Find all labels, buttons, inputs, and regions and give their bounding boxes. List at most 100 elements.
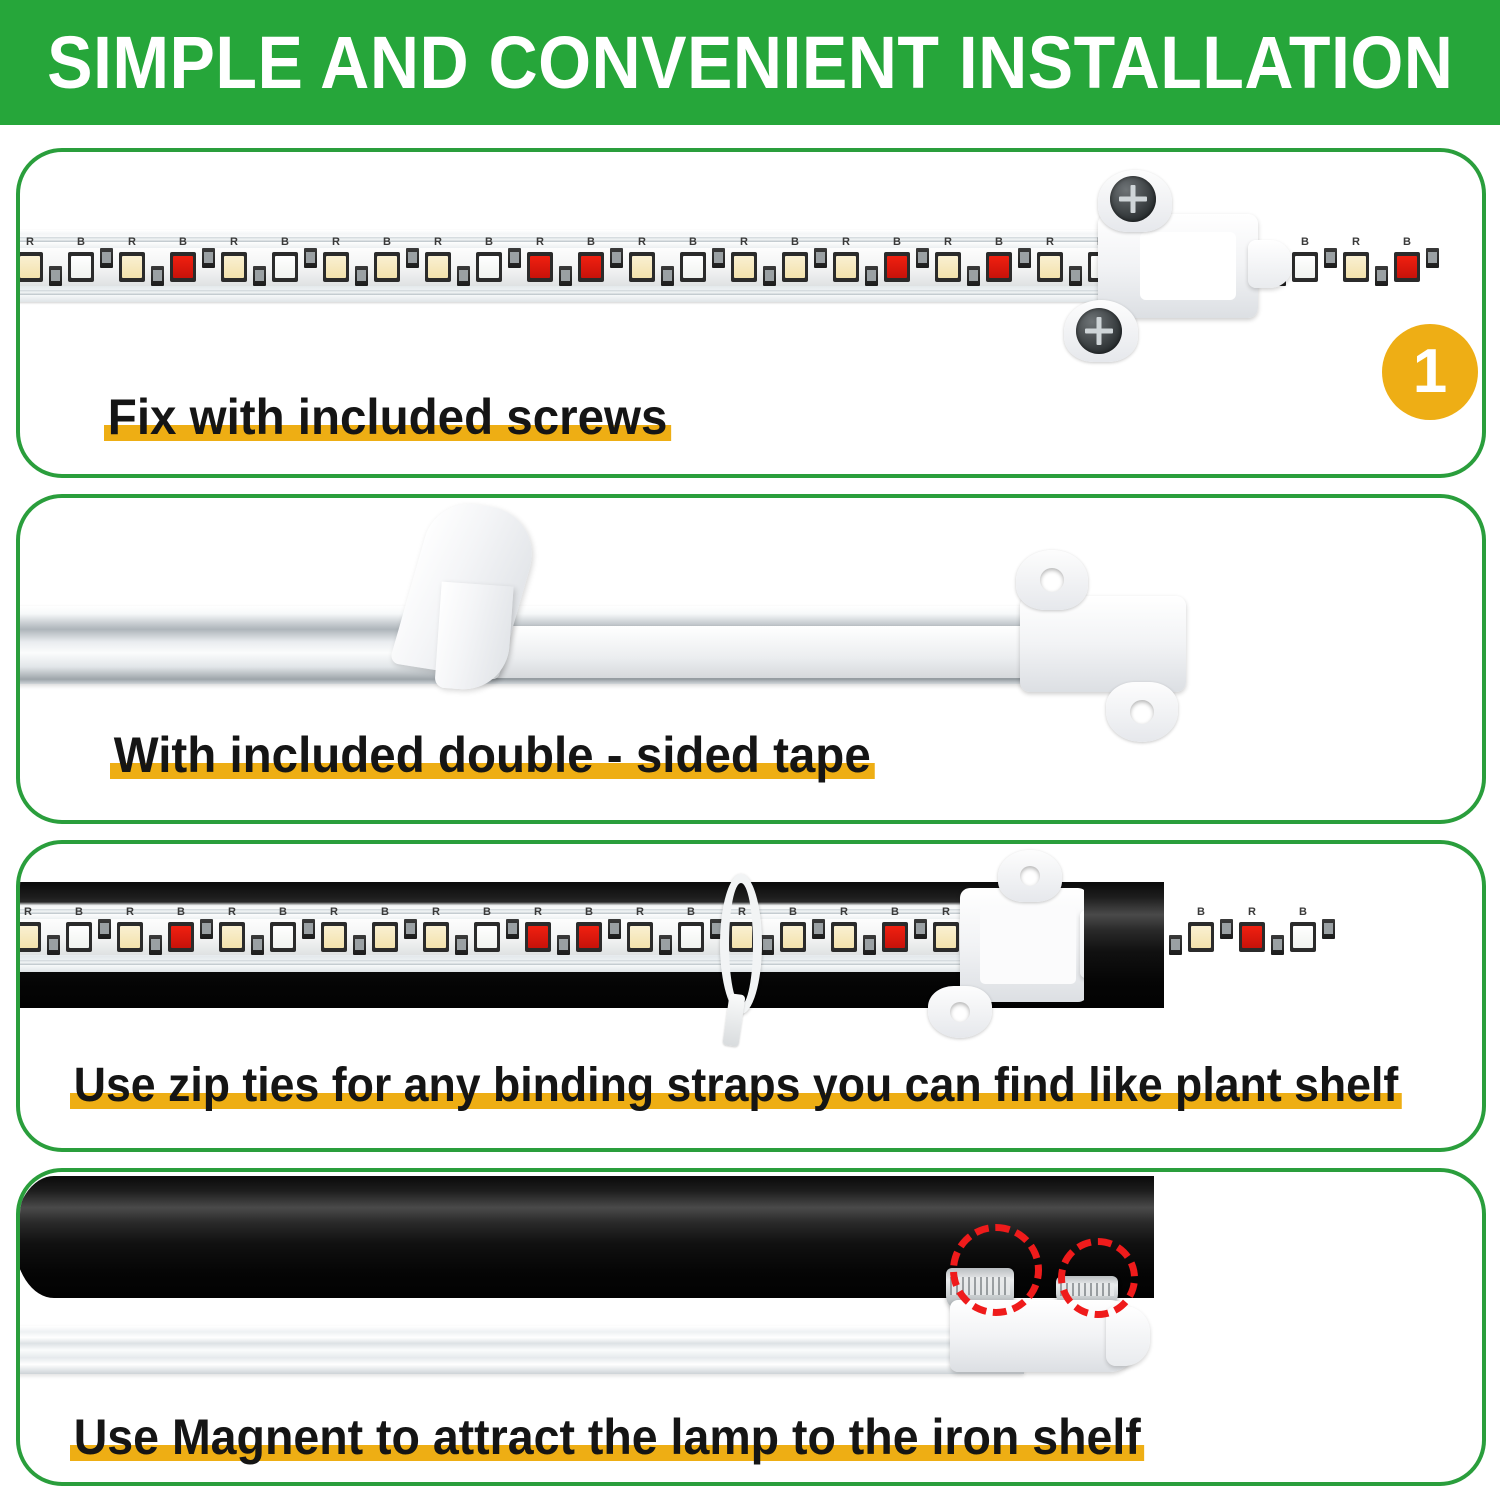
- led-chip-label: B: [179, 236, 187, 248]
- resistor: [659, 935, 672, 955]
- resistor: [508, 248, 521, 268]
- resistor: [1271, 935, 1284, 955]
- lamp-endcap-4: [1106, 1306, 1150, 1366]
- led-chip: B: [374, 236, 400, 282]
- resistor: [253, 266, 266, 286]
- led-chip: R: [219, 906, 245, 952]
- led-chip: R: [20, 906, 41, 952]
- led-chip: R: [1037, 236, 1063, 282]
- page-title: SIMPLE AND CONVENIENT INSTALLATION: [46, 20, 1454, 104]
- step-1-illustration: RBRBRBRBRBRBRBRBRBRBRBRBRBRB: [20, 152, 1482, 474]
- resistor: [49, 266, 62, 286]
- led-chip: B: [270, 906, 296, 952]
- led-chip-label: R: [536, 236, 544, 248]
- led-chip: B: [372, 906, 398, 952]
- resistor: [406, 248, 419, 268]
- led-chip: R: [117, 906, 143, 952]
- magnet-highlight-circle-left-4: [950, 1224, 1042, 1316]
- led-strip-3: RBRBRBRBRBRBRBRBRBRBRBRBRB: [20, 902, 1335, 972]
- strip-rail-top-3: [20, 909, 1056, 914]
- led-chip: R: [221, 236, 247, 282]
- led-chip-label: B: [891, 906, 899, 918]
- led-chip-label: B: [791, 236, 799, 248]
- bracket-ear-bottom-2: [1106, 682, 1178, 742]
- resistor: [100, 248, 113, 268]
- resistor: [557, 935, 570, 955]
- led-chip: B: [576, 906, 602, 952]
- resistor: [812, 919, 825, 939]
- led-chip: B: [986, 236, 1012, 282]
- tape-liner-2: [450, 626, 1050, 678]
- led-chip-label: R: [638, 236, 646, 248]
- resistor: [302, 919, 315, 939]
- bracket-ear-top-2: [1016, 550, 1088, 610]
- led-chip: B: [578, 236, 604, 282]
- led-chip: R: [935, 236, 961, 282]
- led-chip: R: [731, 236, 757, 282]
- led-chip-label: B: [75, 906, 83, 918]
- strip-endcap-1: [1248, 240, 1292, 288]
- led-chip-label: B: [177, 906, 185, 918]
- led-chip: B: [474, 906, 500, 952]
- step-caption-3: Use zip ties for any binding straps you …: [70, 1062, 1403, 1110]
- step-3-illustration: RBRBRBRBRBRBRBRBRBRBRBRBRB: [20, 844, 1482, 1148]
- screw-bottom-1: [1076, 308, 1122, 354]
- led-chip: B: [782, 236, 808, 282]
- led-chip-label: B: [687, 906, 695, 918]
- resistor: [863, 935, 876, 955]
- resistor: [1324, 248, 1337, 268]
- led-chip: B: [476, 236, 502, 282]
- bracket-hole-top-3: [1020, 866, 1040, 886]
- bracket-inner-3: [980, 906, 1076, 984]
- resistor: [1375, 266, 1388, 286]
- resistor: [1322, 919, 1335, 939]
- led-chip: R: [425, 236, 451, 282]
- step-caption-1: Fix with included screws: [104, 392, 672, 442]
- bracket-hole-bottom-2: [1130, 700, 1154, 724]
- resistor: [149, 935, 162, 955]
- led-chip-label: R: [432, 906, 440, 918]
- step-caption-2: With included double - sided tape: [110, 730, 875, 780]
- resistor: [151, 266, 164, 286]
- resistor: [761, 935, 774, 955]
- led-chip-label: R: [636, 906, 644, 918]
- led-chip-label: R: [26, 236, 34, 248]
- led-chip: R: [525, 906, 551, 952]
- strip-rail-bottom: [20, 290, 1140, 295]
- step-panel-4: 4: [16, 1168, 1486, 1486]
- strip-rail-bottom-3: [20, 960, 1056, 965]
- bracket-hole-bottom-3: [950, 1002, 970, 1022]
- black-pipe-right-3: [1084, 882, 1164, 1008]
- resistor: [712, 248, 725, 268]
- led-chip-label: R: [1352, 236, 1360, 248]
- led-chip-label: R: [944, 236, 952, 248]
- led-chip-label: R: [534, 906, 542, 918]
- step-panel-1: RBRBRBRBRBRBRBRBRBRBRBRBRBRB 1: [16, 148, 1486, 478]
- led-chip-label: B: [689, 236, 697, 248]
- led-chip-label: R: [24, 906, 32, 918]
- led-chip: B: [780, 906, 806, 952]
- led-chip: B: [678, 906, 704, 952]
- led-chip-label: B: [279, 906, 287, 918]
- led-chip-label: R: [434, 236, 442, 248]
- led-chip-label: R: [128, 236, 136, 248]
- led-chip-label: B: [1403, 236, 1411, 248]
- caption-text-4: Use Magnent to attract the lamp to the i…: [70, 1412, 1145, 1462]
- led-chip: B: [66, 906, 92, 952]
- resistor: [251, 935, 264, 955]
- led-chip: B: [884, 236, 910, 282]
- resistor: [304, 248, 317, 268]
- zip-tie-3: [720, 874, 762, 1014]
- resistor: [1169, 935, 1182, 955]
- led-chip-label: B: [381, 906, 389, 918]
- resistor: [914, 919, 927, 939]
- led-chip: B: [170, 236, 196, 282]
- caption-text-3: Use zip ties for any binding straps you …: [70, 1062, 1403, 1110]
- resistor: [457, 266, 470, 286]
- led-chip-label: B: [893, 236, 901, 248]
- header-banner: SIMPLE AND CONVENIENT INSTALLATION: [0, 0, 1500, 125]
- resistor: [353, 935, 366, 955]
- bracket-ear-top-3: [998, 850, 1062, 902]
- resistor: [506, 919, 519, 939]
- led-chip: B: [1290, 906, 1316, 952]
